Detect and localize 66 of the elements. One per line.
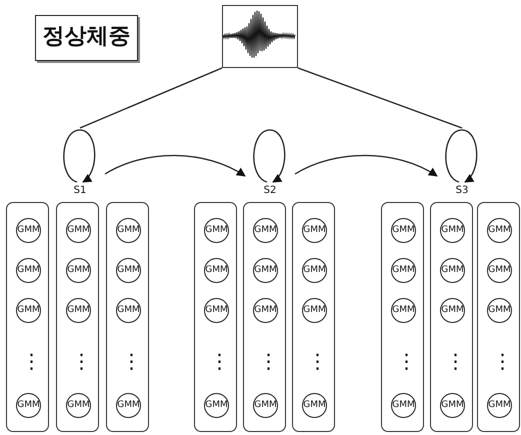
gmm-circle: GMM [391,218,416,243]
gmm-circle: GMM [253,218,278,243]
gmm-circle: GMM [302,298,327,323]
label-box: 정상체중 [35,15,138,61]
gmm-circle: GMM [302,258,327,283]
column-box [243,202,286,432]
gmm-circle: GMM [204,258,229,283]
column-box [106,202,149,432]
state-label: S3 [454,185,470,196]
ellipsis-dots: ⋮ [22,348,34,375]
gmm-circle: GMM [204,218,229,243]
gmm-circle: GMM [440,258,465,283]
gmm-circle: GMM [66,258,91,283]
connector-line [80,67,222,129]
state-label: S2 [262,185,278,196]
self-loop-arrow [63,129,96,183]
state-label: S1 [72,185,88,196]
self-loop-arrow [253,129,286,183]
gmm-circle: GMM [16,258,41,283]
gmm-circle: GMM [302,393,327,418]
gmm-circle: GMM [253,298,278,323]
connector-line [298,67,462,129]
gmm-circle: GMM [16,393,41,418]
ellipsis-dots: ⋮ [492,348,504,375]
gmm-circle: GMM [66,393,91,418]
ellipsis-dots: ⋮ [308,348,320,375]
gmm-circle: GMM [440,393,465,418]
gmm-circle: GMM [16,218,41,243]
ellipsis-dots: ⋮ [122,348,134,375]
column-box [477,202,520,432]
self-loop-arrow [445,129,478,183]
gmm-circle: GMM [391,393,416,418]
gmm-circle: GMM [116,218,141,243]
ellipsis-dots: ⋮ [258,348,270,375]
column-box [292,202,335,432]
gmm-circle: GMM [440,298,465,323]
gmm-circle: GMM [302,218,327,243]
gmm-circle: GMM [487,298,512,323]
column-box [6,202,49,432]
gmm-circle: GMM [204,298,229,323]
gmm-circle: GMM [66,298,91,323]
ellipsis-dots: ⋮ [72,348,84,375]
column-box [430,202,473,432]
gmm-circle: GMM [253,258,278,283]
gmm-circle: GMM [16,298,41,323]
gmm-circle: GMM [487,258,512,283]
ellipsis-dots: ⋮ [396,348,408,375]
column-box [194,202,237,432]
gmm-circle: GMM [440,218,465,243]
gmm-circle: GMM [487,393,512,418]
waveform-picture [222,5,298,68]
gmm-circle: GMM [116,393,141,418]
gmm-circle: GMM [391,258,416,283]
gmm-circle: GMM [391,298,416,323]
gmm-circle: GMM [253,393,278,418]
transition-arrow [104,154,246,177]
ellipsis-dots: ⋮ [446,348,458,375]
gmm-circle: GMM [116,258,141,283]
gmm-circle: GMM [66,218,91,243]
gmm-circle: GMM [487,218,512,243]
gmm-circle: GMM [116,298,141,323]
transition-arrow [294,154,438,177]
ellipsis-dots: ⋮ [210,348,222,375]
gmm-circle: GMM [204,393,229,418]
column-box [56,202,99,432]
column-box [381,202,424,432]
